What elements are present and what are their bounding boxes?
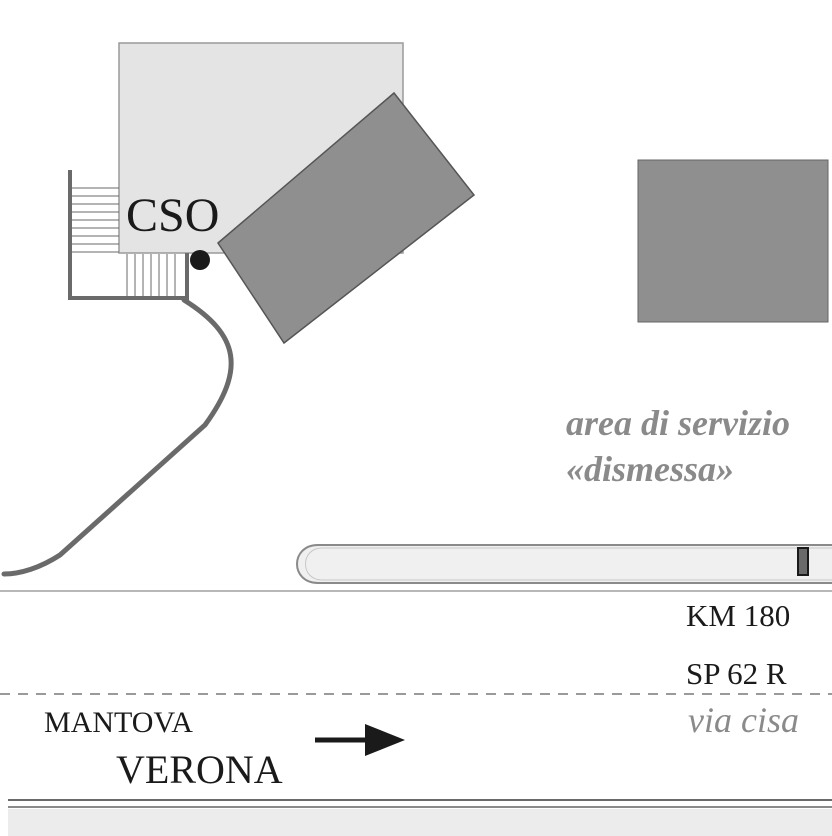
access-road	[1, 297, 234, 577]
stair-outline	[68, 170, 189, 300]
marker-post	[797, 547, 809, 576]
building-label: CSO	[126, 189, 220, 242]
service-area-building	[637, 159, 829, 323]
stair-steps-vertical	[126, 254, 176, 296]
location-dot-icon	[190, 250, 210, 270]
stair-steps-horizontal	[72, 187, 119, 253]
right-arrow-icon	[315, 724, 405, 756]
kilometer-marker-label: KM 180	[686, 598, 791, 633]
service-area-status-label: «dismessa»	[566, 449, 735, 489]
rotated-building	[217, 91, 476, 345]
road-shoulder	[8, 809, 832, 836]
road-code-label: SP 62 R	[686, 656, 787, 691]
road-name-label: via cisa	[688, 700, 799, 740]
lay-by-inner	[305, 547, 832, 581]
service-area-label: area di servizio	[566, 403, 790, 443]
direction-large-label: VERONA	[116, 747, 283, 792]
lay-by	[296, 544, 832, 584]
direction-small-label: MANTOVA	[44, 706, 193, 739]
